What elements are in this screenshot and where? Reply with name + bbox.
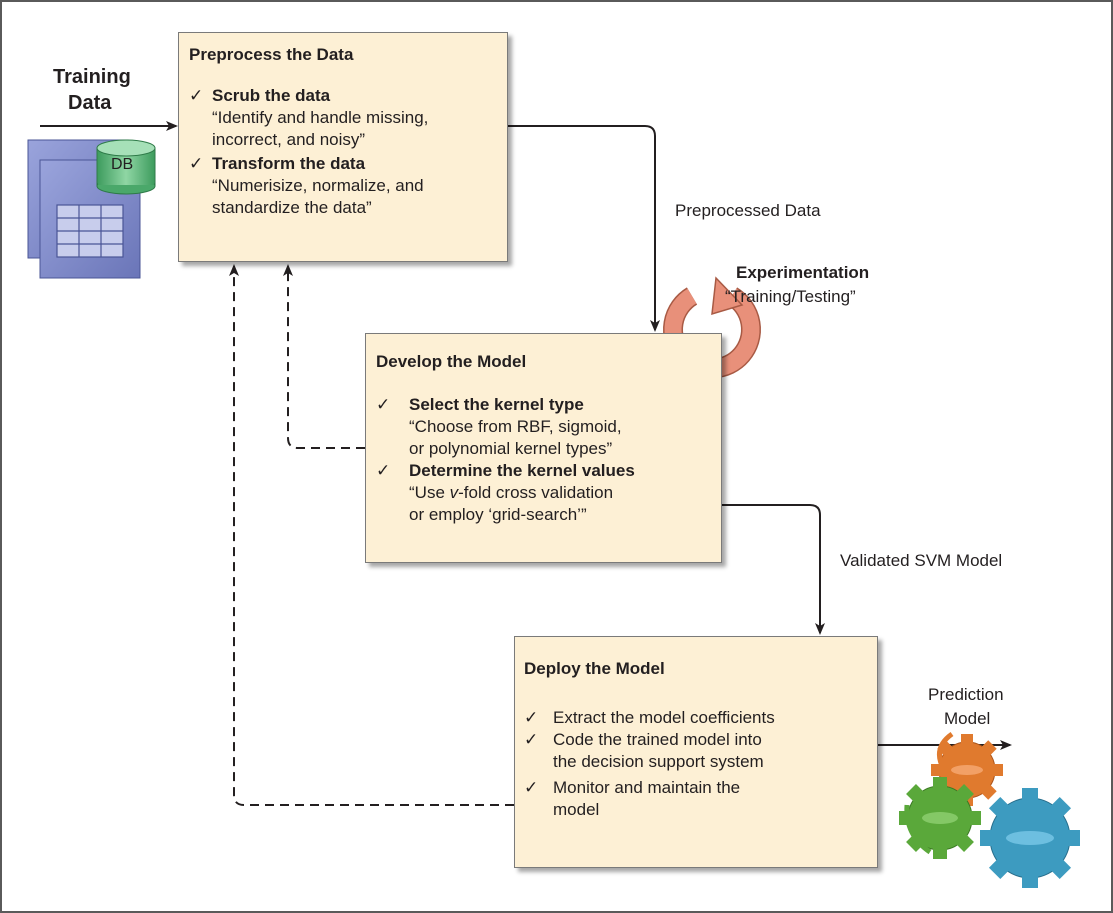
connector-validated bbox=[722, 504, 825, 635]
kernel-values-desc-v: v bbox=[449, 483, 459, 502]
preprocess-title: Preprocess the Data bbox=[189, 45, 354, 64]
scrub-step-title: Scrub the data bbox=[212, 86, 331, 105]
database-icon bbox=[27, 139, 156, 279]
prediction-model-label-line2: Model bbox=[944, 709, 991, 728]
kernel-values-step-desc-1: “Use v-fold cross validation bbox=[409, 482, 613, 504]
deploy-item-3-line1: Monitor and maintain the bbox=[553, 778, 741, 797]
kernel-values-step-desc-2: or employ ‘grid-search’” bbox=[409, 505, 587, 524]
transform-step-desc-2: standardize the data” bbox=[212, 198, 372, 217]
develop-title: Develop the Model bbox=[376, 352, 527, 371]
deploy-title: Deploy the Model bbox=[524, 659, 665, 678]
check-icon: ✓ bbox=[524, 778, 539, 797]
validated-svm-label: Validated SVM Model bbox=[840, 551, 1003, 570]
db-label: DB bbox=[111, 156, 134, 173]
deploy-item-2-line1: Code the trained model into bbox=[553, 730, 762, 749]
kernel-values-desc-suffix: -fold cross validation bbox=[458, 483, 614, 502]
kernel-values-step-title: Determine the kernel values bbox=[409, 461, 635, 480]
deploy-box: Deploy the Model ✓ Extract the model coe… bbox=[514, 636, 878, 868]
preprocess-box: Preprocess the Data ✓ Scrub the data “Id… bbox=[178, 32, 508, 262]
scrub-step-desc-1: “Identify and handle missing, bbox=[212, 108, 429, 127]
transform-step-desc-1: “Numerisize, normalize, and bbox=[212, 176, 424, 195]
feedback-deploy-to-preprocess bbox=[229, 264, 514, 806]
check-icon: ✓ bbox=[189, 154, 204, 173]
prediction-model-label-line1: Prediction bbox=[928, 685, 1004, 704]
kernel-type-step-title: Select the kernel type bbox=[409, 395, 584, 414]
deploy-item-3-line2: model bbox=[553, 800, 600, 819]
experimentation-subtitle: “Training/Testing” bbox=[725, 287, 856, 306]
scrub-step-desc-2: incorrect, and noisy” bbox=[212, 130, 366, 149]
gears-icon bbox=[899, 731, 1080, 888]
experimentation-title: Experimentation bbox=[736, 263, 870, 282]
transform-step-title: Transform the data bbox=[212, 154, 366, 173]
check-icon: ✓ bbox=[376, 395, 391, 414]
kernel-values-desc-prefix: “Use bbox=[409, 483, 450, 502]
feedback-develop-to-preprocess bbox=[283, 264, 365, 449]
deploy-item-2-line2: the decision support system bbox=[553, 752, 764, 771]
check-icon: ✓ bbox=[189, 86, 204, 105]
training-data-label-line1: Training bbox=[53, 66, 131, 88]
connector-preprocessed bbox=[508, 125, 660, 332]
deploy-item-1: Extract the model coefficients bbox=[553, 708, 775, 727]
kernel-type-step-desc-2: or polynomial kernel types” bbox=[409, 439, 613, 458]
check-icon: ✓ bbox=[524, 708, 539, 727]
preprocessed-data-label: Preprocessed Data bbox=[675, 201, 821, 220]
kernel-type-step-desc-1: “Choose from RBF, sigmoid, bbox=[409, 417, 622, 436]
develop-box: Develop the Model ✓ Select the kernel ty… bbox=[365, 333, 722, 563]
check-icon: ✓ bbox=[376, 461, 391, 480]
check-icon: ✓ bbox=[524, 730, 539, 749]
training-data-label-line2: Data bbox=[68, 92, 112, 114]
